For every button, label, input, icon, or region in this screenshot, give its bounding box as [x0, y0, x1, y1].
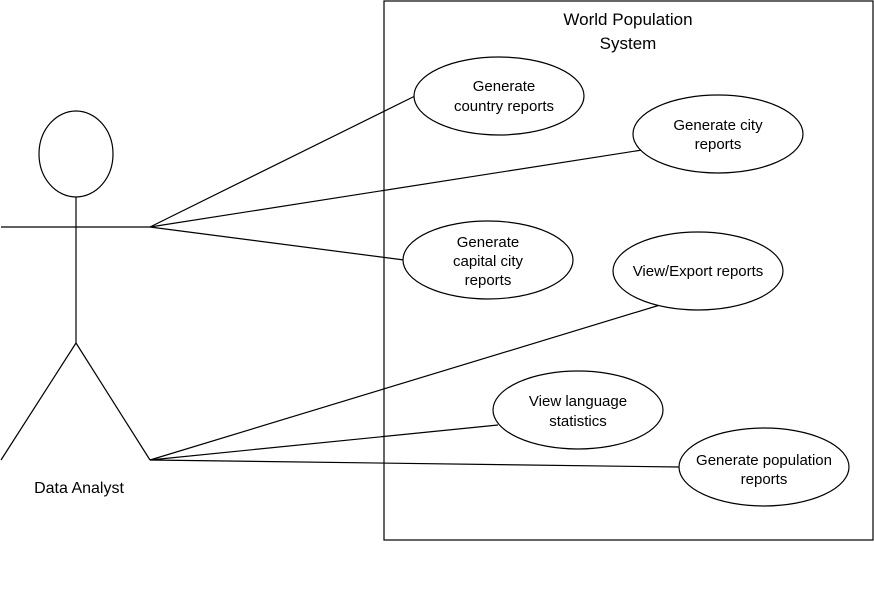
use-case-capital[interactable]: Generate capital city reports: [402, 220, 574, 300]
association-language: [149, 424, 499, 461]
association-capital: [149, 226, 405, 261]
actor-head: [38, 110, 114, 198]
use-case-label: reports: [695, 136, 742, 153]
actor-data-analyst: [0, 110, 151, 461]
use-case-city[interactable]: Generate city reports: [632, 94, 804, 174]
use-case-label: statistics: [549, 413, 607, 430]
association-city: [149, 149, 643, 228]
actor-name: Data Analyst: [34, 480, 124, 497]
use-case-label: Generate: [473, 78, 536, 95]
association-country: [149, 95, 416, 228]
system-title-line2: System: [600, 34, 657, 53]
use-case-label: reports: [465, 272, 512, 289]
use-case-label: View language: [529, 393, 627, 410]
associations: [149, 95, 680, 468]
use-case-label: country reports: [454, 98, 554, 115]
system-boundary: [383, 0, 874, 541]
system-title-line1: World Population: [563, 10, 692, 29]
use-case-label: reports: [741, 471, 788, 488]
actor-right-leg: [75, 342, 151, 461]
use-case-label: Generate city: [673, 117, 763, 134]
use-case-population[interactable]: Generate population reports: [678, 427, 850, 507]
use-case-label: capital city: [453, 253, 524, 270]
association-population: [149, 459, 680, 468]
use-case-label: View/Export reports: [633, 263, 764, 280]
use-case-label: Generate population: [696, 452, 832, 469]
use-case-language[interactable]: View language statistics: [492, 370, 664, 450]
use-case-label: Generate: [457, 234, 520, 251]
association-export: [149, 304, 661, 461]
use-case-export[interactable]: View/Export reports: [612, 231, 784, 311]
actor-left-leg: [0, 342, 77, 461]
use-case-country[interactable]: Generate country reports: [413, 56, 585, 136]
